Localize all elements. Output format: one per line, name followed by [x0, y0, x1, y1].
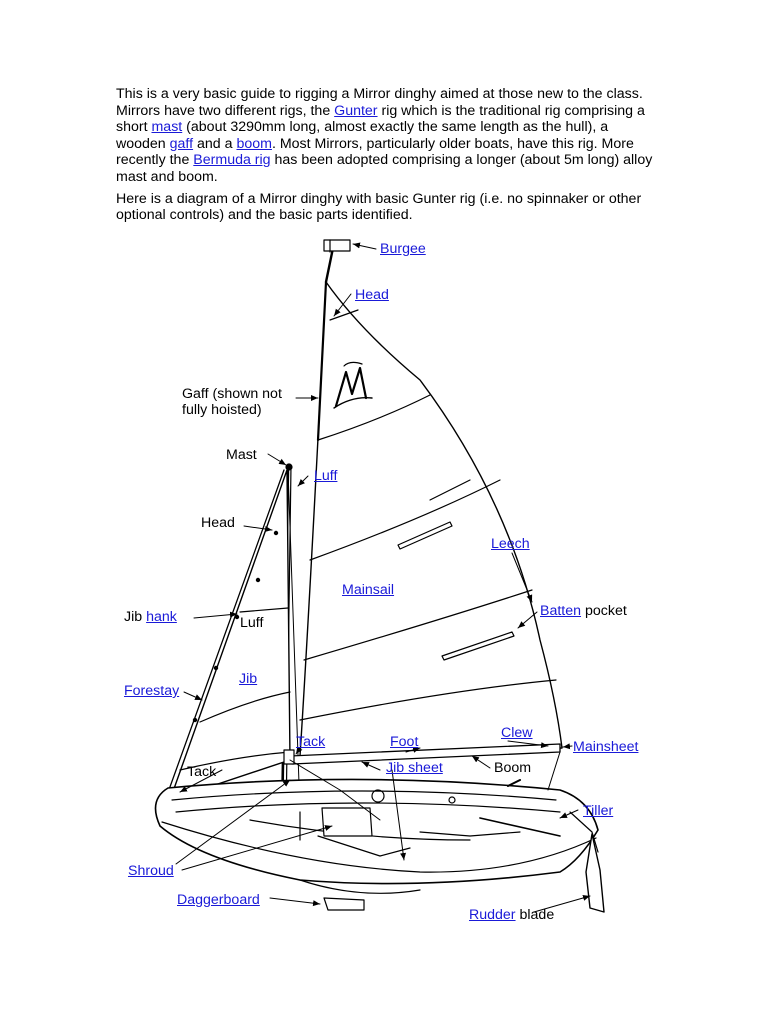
shroud-label[interactable]: Shroud — [128, 863, 174, 879]
hull — [156, 779, 599, 893]
jib-hank-label: Jib hank — [124, 609, 177, 625]
luff-jib-label: Luff — [240, 615, 263, 631]
head-main-label[interactable]: Head — [355, 287, 389, 303]
gaff-label: Gaff (shown not fully hoisted) — [182, 386, 302, 418]
mainsail-label[interactable]: Mainsail — [342, 582, 394, 598]
boom-label: Boom — [494, 760, 531, 776]
leech-label[interactable]: Leech — [491, 536, 530, 552]
foot-label[interactable]: Foot — [390, 734, 418, 750]
clew-label[interactable]: Clew — [501, 725, 533, 741]
mainsheet-label[interactable]: Mainsheet — [573, 739, 638, 755]
head-jib-label: Head — [201, 515, 235, 531]
tack-jib-label: Tack — [187, 764, 216, 780]
rudder-link[interactable]: Rudder — [469, 907, 516, 923]
luff-main-label[interactable]: Luff — [314, 468, 337, 484]
jib-sheet-label[interactable]: Jib sheet — [386, 760, 443, 776]
forestay-label[interactable]: Forestay — [124, 683, 179, 699]
rudder-suffix: blade — [520, 907, 555, 923]
batten-pocket-label: Batten pocket — [540, 603, 627, 619]
batten-link[interactable]: Batten — [540, 603, 581, 619]
batten-suffix: pocket — [585, 603, 627, 619]
mainsail — [300, 282, 562, 756]
jib-hank-prefix: Jib — [124, 609, 142, 625]
daggerboard — [324, 898, 364, 910]
hank-link[interactable]: hank — [146, 609, 177, 625]
jib-label[interactable]: Jib — [239, 671, 257, 687]
rudder-blade-label: Rudder blade — [469, 907, 554, 923]
mainsheet-line — [548, 752, 560, 790]
daggerboard-label[interactable]: Daggerboard — [177, 892, 260, 908]
tiller-label[interactable]: Tiller — [583, 803, 613, 819]
mast-label: Mast — [226, 447, 257, 463]
burgee — [324, 240, 350, 252]
tack-main-label[interactable]: Tack — [296, 734, 325, 750]
burgee-label[interactable]: Burgee — [380, 241, 426, 257]
